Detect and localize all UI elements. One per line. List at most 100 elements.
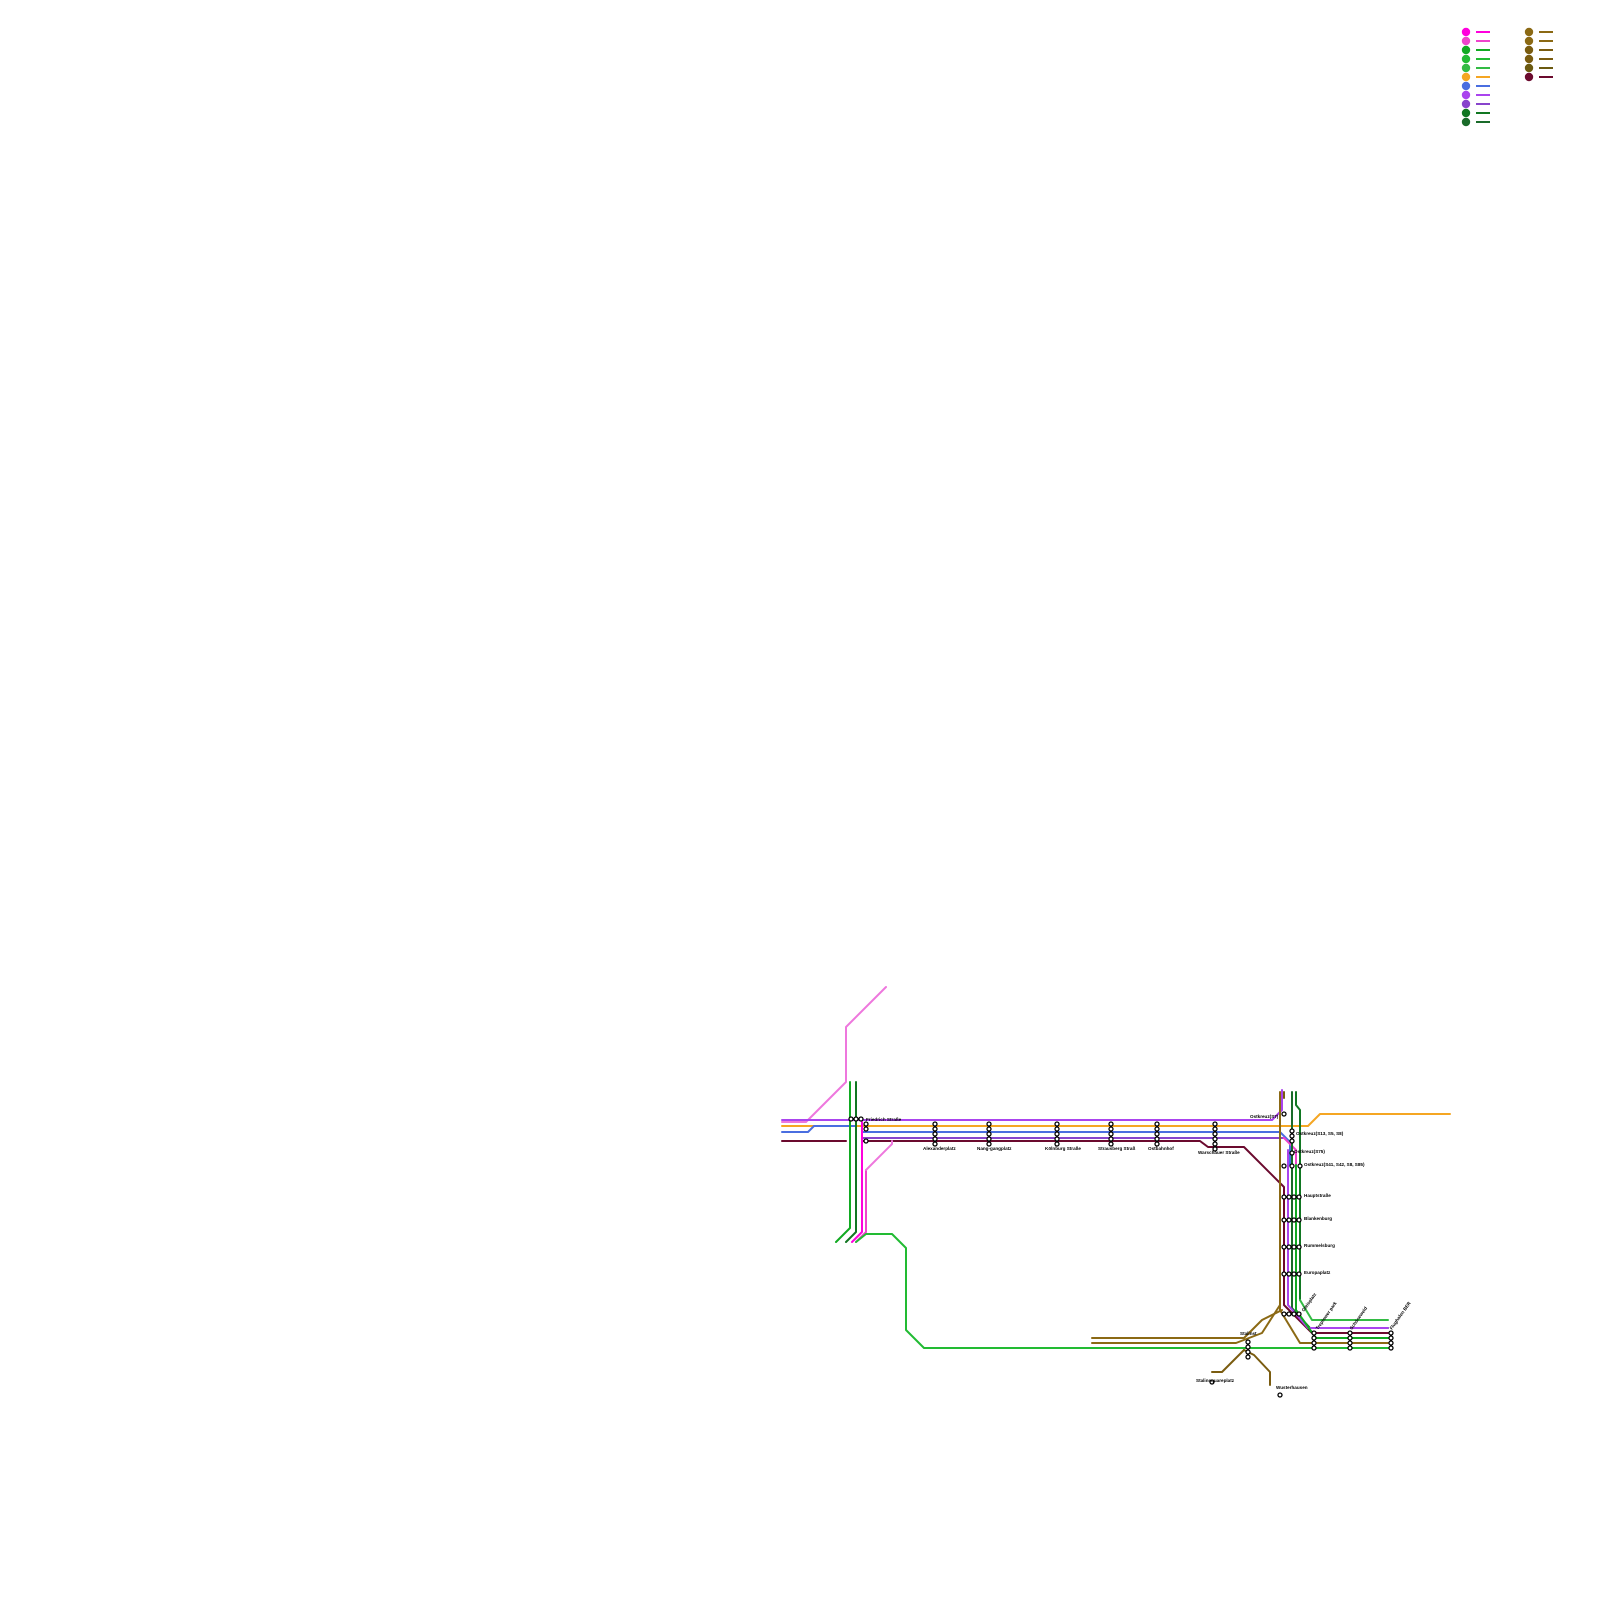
station-marker-ostkreuz-s3-1[interactable]: [1289, 1128, 1295, 1134]
station-marker-rummelsburg-1[interactable]: [1281, 1244, 1287, 1250]
station-marker-blankenburg-1[interactable]: [1281, 1217, 1287, 1223]
station-marker-treptower-2[interactable]: [1311, 1335, 1317, 1341]
legend-left-swatch-dot-8: [1461, 90, 1471, 100]
station-marker-ostbahnhof-5[interactable]: [1154, 1141, 1160, 1147]
station-marker-alexander-2[interactable]: [932, 1126, 938, 1132]
station-marker-strausberg-2[interactable]: [1108, 1126, 1114, 1132]
station-marker-rummelsburg-3[interactable]: [1291, 1244, 1297, 1250]
station-marker-warschauer-1[interactable]: [1212, 1121, 1218, 1127]
station-marker-nangjang-5[interactable]: [986, 1141, 992, 1147]
station-marker-alexander-5[interactable]: [932, 1141, 938, 1147]
station-marker-friedrich-2[interactable]: [853, 1116, 859, 1122]
station-marker-hauptstrasse-1[interactable]: [1281, 1194, 1287, 1200]
station-marker-schoeneweid-2[interactable]: [1347, 1335, 1353, 1341]
route-purple-trunk: [781, 1089, 1283, 1121]
station-marker-hauptstrasse-3[interactable]: [1291, 1194, 1297, 1200]
station-marker-warschauer-5[interactable]: [1212, 1141, 1218, 1147]
route-brown-branch-sw: [1211, 1349, 1245, 1373]
station-marker-friedrich-5[interactable]: [863, 1126, 869, 1132]
station-marker-stalinst-1[interactable]: [1245, 1339, 1251, 1345]
station-marker-flughafen-2[interactable]: [1388, 1335, 1394, 1341]
station-marker-ostkreuz-s7-1[interactable]: [1281, 1111, 1287, 1117]
station-marker-flughafen-4[interactable]: [1388, 1345, 1394, 1351]
station-marker-ostbahnhof-3[interactable]: [1154, 1131, 1160, 1137]
station-marker-warschauer-4[interactable]: [1212, 1136, 1218, 1142]
legend-left-swatch-dot-6: [1461, 72, 1471, 82]
station-marker-europaplatz-2[interactable]: [1286, 1271, 1292, 1277]
station-marker-gleisplatz-4[interactable]: [1296, 1311, 1302, 1317]
station-marker-rummelsburg-2[interactable]: [1286, 1244, 1292, 1250]
station-marker-friedrich-3[interactable]: [858, 1116, 864, 1122]
station-marker-strausberg-5[interactable]: [1108, 1141, 1114, 1147]
station-marker-europaplatz-1[interactable]: [1281, 1271, 1287, 1277]
station-marker-friedrich-1[interactable]: [848, 1116, 854, 1122]
station-marker-stalinst-3[interactable]: [1245, 1349, 1251, 1355]
route-orange-trunk: [781, 1113, 1451, 1127]
route-green-east-3: [1295, 1164, 1389, 1339]
station-marker-gleisplatz-3[interactable]: [1291, 1311, 1297, 1317]
station-marker-schoeneweid-1[interactable]: [1347, 1330, 1353, 1336]
station-marker-flughafen-1[interactable]: [1388, 1330, 1394, 1336]
label-ostkreuz-s7: Ostkreuz(S7): [1250, 1114, 1279, 1119]
legend-right-swatch-dot-2: [1524, 36, 1534, 46]
station-marker-alexander-4[interactable]: [932, 1136, 938, 1142]
station-marker-strausberg-4[interactable]: [1108, 1136, 1114, 1142]
station-marker-flughafen-3[interactable]: [1388, 1340, 1394, 1346]
station-marker-hauptstrasse-4[interactable]: [1296, 1194, 1302, 1200]
station-marker-alexander-1[interactable]: [932, 1121, 938, 1127]
route-green-west-2: [845, 1081, 857, 1243]
legend-right-swatch-dot-6: [1524, 72, 1534, 82]
station-marker-warschauer-6[interactable]: [1212, 1146, 1218, 1152]
station-marker-nangjang-3[interactable]: [986, 1131, 992, 1137]
station-marker-ostkreuz-s3-3[interactable]: [1289, 1138, 1295, 1144]
station-marker-hauptstrasse-2[interactable]: [1286, 1194, 1292, 1200]
station-marker-nangjang-2[interactable]: [986, 1126, 992, 1132]
route-mag-west: [851, 1121, 863, 1243]
station-marker-stalinst-4[interactable]: [1245, 1354, 1251, 1360]
station-marker-ostkreuz-s3-2[interactable]: [1289, 1133, 1295, 1139]
legend-right-swatch-dot-1: [1524, 27, 1534, 37]
station-marker-ostbahnhof-2[interactable]: [1154, 1126, 1160, 1132]
station-marker-koelnburg-4[interactable]: [1054, 1136, 1060, 1142]
station-marker-friedrich-4[interactable]: [863, 1121, 869, 1127]
legend-right-swatch-dot-3: [1524, 45, 1534, 55]
station-marker-ostkreuz-s41-1[interactable]: [1281, 1163, 1287, 1169]
station-marker-treptower-1[interactable]: [1311, 1330, 1317, 1336]
station-marker-rummelsburg-4[interactable]: [1296, 1244, 1302, 1250]
station-marker-blankenburg-2[interactable]: [1286, 1217, 1292, 1223]
station-marker-schoeneweid-3[interactable]: [1347, 1340, 1353, 1346]
route-pink-north: [781, 986, 887, 1123]
station-marker-warschauer-3[interactable]: [1212, 1131, 1218, 1137]
station-marker-ostkreuz-s75-1[interactable]: [1289, 1150, 1295, 1156]
station-marker-blankenburg-4[interactable]: [1296, 1217, 1302, 1223]
station-marker-ostbahnhof-4[interactable]: [1154, 1136, 1160, 1142]
station-marker-ostbahnhof-1[interactable]: [1154, 1121, 1160, 1127]
station-marker-gleisplatz-2[interactable]: [1286, 1311, 1292, 1317]
station-marker-treptower-4[interactable]: [1311, 1345, 1317, 1351]
label-ostkreuz-s3: Ostkreuz(S13, S5, S8): [1296, 1131, 1344, 1136]
station-marker-friedrich-6[interactable]: [863, 1138, 869, 1144]
station-marker-warschauer-2[interactable]: [1212, 1126, 1218, 1132]
station-marker-blankenburg-3[interactable]: [1291, 1217, 1297, 1223]
station-marker-gleisplatz-1[interactable]: [1281, 1311, 1287, 1317]
station-marker-strausberg-1[interactable]: [1108, 1121, 1114, 1127]
station-marker-koelnburg-3[interactable]: [1054, 1131, 1060, 1137]
station-marker-nangjang-4[interactable]: [986, 1136, 992, 1142]
station-marker-europaplatz-4[interactable]: [1296, 1271, 1302, 1277]
station-marker-wusterhausen-1[interactable]: [1277, 1392, 1283, 1398]
label-friedrich: Friedrich Straße: [866, 1117, 902, 1122]
station-marker-koelnburg-1[interactable]: [1054, 1121, 1060, 1127]
station-marker-nangjang-1[interactable]: [986, 1121, 992, 1127]
station-marker-ostkreuz-s41-2[interactable]: [1289, 1163, 1295, 1169]
station-marker-schoeneweid-4[interactable]: [1347, 1345, 1353, 1351]
station-marker-europaplatz-3[interactable]: [1291, 1271, 1297, 1277]
station-marker-alexander-3[interactable]: [932, 1131, 938, 1137]
label-warschauer: Warschauer Straße: [1198, 1150, 1240, 1155]
station-marker-stalinst-2[interactable]: [1245, 1344, 1251, 1350]
station-marker-stalinsquare-1[interactable]: [1209, 1379, 1215, 1385]
station-marker-ostkreuz-s41-3[interactable]: [1297, 1163, 1303, 1169]
station-marker-koelnburg-2[interactable]: [1054, 1126, 1060, 1132]
station-marker-koelnburg-5[interactable]: [1054, 1141, 1060, 1147]
station-marker-treptower-3[interactable]: [1311, 1340, 1317, 1346]
station-marker-strausberg-3[interactable]: [1108, 1131, 1114, 1137]
